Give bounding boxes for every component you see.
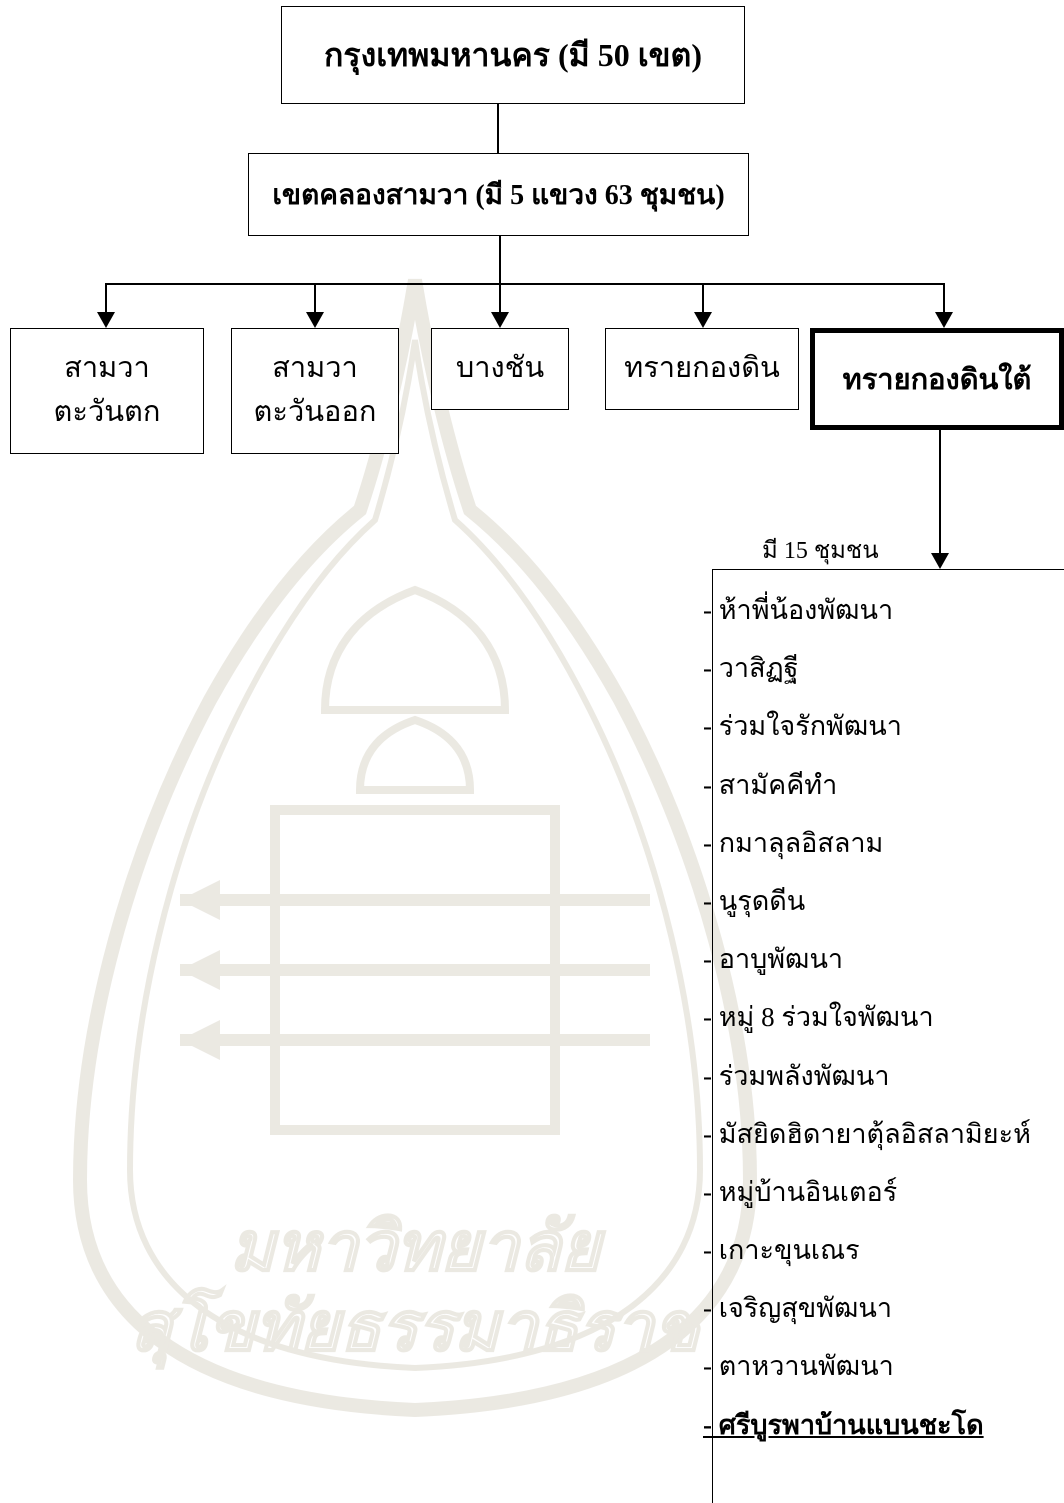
subdistrict-node-bang-chan: บางชัน bbox=[431, 328, 569, 410]
list-item: - ร่วมใจรักพัฒนา bbox=[703, 711, 902, 742]
list-item: - เกาะขุนเณร bbox=[703, 1235, 860, 1266]
arrow-down-icon bbox=[694, 312, 712, 328]
connector-root-district bbox=[497, 104, 499, 154]
list-item: - สามัคคีทำ bbox=[703, 769, 838, 800]
list-item-highlighted: - ศรีบูรพาบ้านแบนชะโด bbox=[703, 1409, 984, 1440]
list-item: - มัสยิดฮิดายาตุ้ลอิสลามิยะห์ bbox=[703, 1118, 1031, 1149]
list-item: - เจริญสุขพัฒนา bbox=[703, 1293, 893, 1324]
arrow-down-icon bbox=[97, 312, 115, 328]
subdistrict-label-selected: ทรายกองดินใต้ bbox=[842, 364, 1032, 396]
subdistrict-label-line1: สามวา bbox=[64, 352, 150, 384]
subdistrict-node-sam-wa-east: สามวา ตะวันออก bbox=[231, 328, 399, 454]
list-item: - หมู่ 8 ร่วมใจพัฒนา bbox=[703, 1002, 934, 1033]
subdistrict-label-line2: ตะวันออก bbox=[253, 395, 377, 428]
arrow-down-icon bbox=[306, 312, 324, 328]
subdistrict-label: บางชัน bbox=[455, 352, 545, 385]
connector-drop-1 bbox=[105, 283, 107, 313]
list-item: - กมาลุลอิสลาม bbox=[703, 827, 884, 858]
connector-district-bar bbox=[499, 236, 501, 284]
list-item: - หมู่บ้านอินเตอร์ bbox=[703, 1176, 898, 1207]
root-node-label: กรุงเทพมหานคร (มี 50 เขต) bbox=[324, 36, 702, 73]
arrow-down-icon bbox=[935, 312, 953, 328]
connector-drop-3 bbox=[499, 283, 501, 313]
subdistrict-label-line2: ตะวันตก bbox=[53, 395, 161, 428]
subdistrict-node-sam-wa-west: สามวา ตะวันตก bbox=[10, 328, 204, 454]
subdistrict-label: ทรายกองดิน bbox=[624, 352, 780, 385]
subdistrict-label-line1: สามวา bbox=[272, 352, 358, 384]
district-node-label: เขตคลองสามวา (มี 5 แขวง 63 ชุมชน) bbox=[272, 179, 725, 211]
svg-text:สุโขทัยธรรมาธิราช: สุโขทัยธรรมาธิราช bbox=[130, 1286, 708, 1369]
district-node-khlong-sam-wa: เขตคลองสามวา (มี 5 แขวง 63 ชุมชน) bbox=[248, 153, 749, 236]
connector-drop-5 bbox=[943, 283, 945, 313]
connector-drop-2 bbox=[314, 283, 316, 313]
arrow-down-icon bbox=[491, 312, 509, 328]
list-item: - นูรุดดีน bbox=[703, 885, 806, 916]
list-item: - ตาหวานพัฒนา bbox=[703, 1351, 894, 1382]
community-count-label: มี 15 ชุมชน bbox=[762, 538, 879, 564]
list-item: - วาสิฏฐี bbox=[703, 653, 799, 684]
list-item: - ร่วมพลังพัฒนา bbox=[703, 1060, 890, 1091]
list-item: - อาบูพัฒนา bbox=[703, 944, 844, 975]
subdistrict-node-sai-kong-din-tai: ทรายกองดินใต้ bbox=[810, 328, 1064, 430]
arrow-down-icon bbox=[931, 553, 949, 569]
connector-selected-communities bbox=[939, 430, 941, 554]
list-item: - ห้าพี่น้องพัฒนา bbox=[703, 595, 894, 625]
connector-horizontal-bar bbox=[105, 283, 945, 285]
root-node-bangkok: กรุงเทพมหานคร (มี 50 เขต) bbox=[281, 6, 745, 104]
community-list: - ห้าพี่น้องพัฒนา - วาสิฏฐี - ร่วมใจรักพ… bbox=[703, 570, 1064, 1465]
community-list-panel: - ห้าพี่น้องพัฒนา - วาสิฏฐี - ร่วมใจรักพ… bbox=[703, 569, 1064, 1503]
svg-text:มหาวิทยาลัย: มหาวิทยาลัย bbox=[230, 1209, 606, 1285]
connector-drop-4 bbox=[702, 283, 704, 313]
subdistrict-node-sai-kong-din: ทรายกองดิน bbox=[605, 328, 799, 410]
